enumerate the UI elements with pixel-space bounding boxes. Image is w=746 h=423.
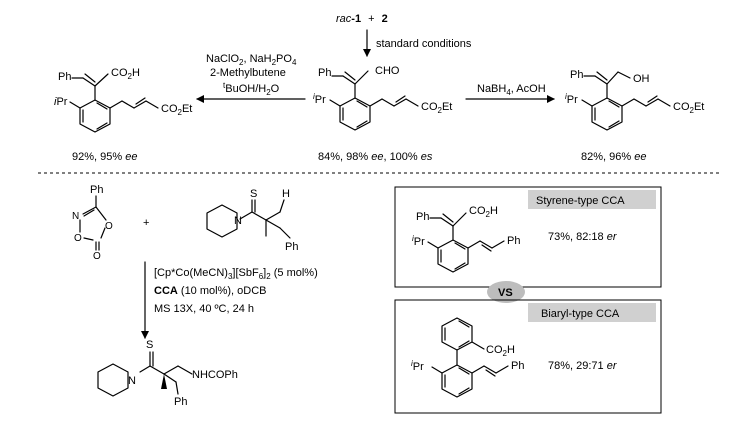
- right-product-structure: [581, 71, 671, 131]
- right-conditions: NaBH4, AcOH: [477, 83, 546, 97]
- biaryl-cca-structure: [431, 317, 509, 398]
- dioxazolone-ph: Ph: [90, 184, 103, 196]
- bottom-product-structure: [97, 351, 193, 397]
- thioamide-s: S: [250, 188, 257, 200]
- biaryl-panel: [394, 299, 662, 414]
- right-yield-text: 82%, 96% ee: [581, 151, 646, 163]
- product-piperidine-ring: [97, 363, 129, 397]
- biaryl-tab-label: Biaryl-type CCA: [541, 308, 620, 320]
- thioamide-structure: [206, 199, 291, 239]
- reactant-1: -1: [351, 13, 361, 25]
- biaryl-co2h-label: CO2H: [486, 344, 515, 358]
- left-product-structure: [69, 73, 159, 133]
- thioamide-ph: Ph: [285, 241, 298, 253]
- center-yield-text: 84%, 98% ee, 100% es: [318, 151, 433, 163]
- biaryl-tab: [528, 303, 656, 322]
- reactant-2: 2: [382, 13, 388, 25]
- left-conditions-line1: NaClO2, NaH2PO4: [206, 53, 297, 67]
- svg-text:rac-1 + 2: rac-1 + 2: [336, 13, 388, 25]
- vs-badge: [487, 281, 525, 303]
- center-benzene-ring: [339, 97, 371, 131]
- left-ph-label: Ph: [58, 71, 71, 83]
- styrene-tab: [528, 190, 656, 209]
- product-s: S: [146, 339, 153, 351]
- styrene-co2h-label: CO2H: [469, 205, 498, 219]
- rac-label: rac: [336, 13, 352, 25]
- styrene-ph2-label: Ph: [507, 235, 520, 247]
- center-ipr-label: iPr: [313, 92, 326, 106]
- left-benzene-ring: [79, 99, 111, 133]
- right-ph-label: Ph: [570, 69, 583, 81]
- standard-conditions-label: standard conditions: [376, 38, 472, 50]
- dioxazolone-n: N: [72, 211, 79, 222]
- left-ipr-label: iPr: [54, 96, 68, 108]
- thioamide-h: H: [282, 188, 290, 200]
- wedge-bond: [161, 374, 167, 389]
- left-conditions-line2: 2-Methylbutene: [210, 67, 286, 79]
- styrene-yield-text: 73%, 82:18 er: [548, 231, 618, 243]
- styrene-ipr-label: iPr: [412, 234, 425, 248]
- center-co2et-label: CO2Et: [421, 101, 452, 115]
- center-cho-label: CHO: [375, 65, 400, 77]
- thioamide-n: N: [234, 215, 242, 227]
- dioxazolone-o1: O: [105, 221, 113, 232]
- left-co2et-label: CO2Et: [161, 103, 192, 117]
- biaryl-ipr-label: iPr: [411, 359, 424, 373]
- dioxazolone-structure: [79, 195, 107, 251]
- top-reactants: rac-1 + 2: [336, 13, 388, 25]
- styrene-cca-structure: [427, 212, 505, 273]
- dioxazolone-o3: O: [93, 251, 101, 262]
- biaryl-lower-ring: [441, 364, 473, 398]
- cca-line: CCA (10 mol%), oDCB: [154, 285, 266, 297]
- styrene-ph-label: Ph: [416, 211, 429, 223]
- catalyst-line: [Cp*Co(MeCN)3][SbF6]2 (5 mol%): [154, 267, 318, 281]
- ms-line: MS 13X, 40 ºC, 24 h: [154, 303, 254, 315]
- plus-sign: +: [368, 13, 374, 25]
- product-ph: Ph: [174, 396, 187, 408]
- styrene-benzene-ring: [437, 239, 469, 273]
- right-ipr-label: iPr: [565, 92, 578, 106]
- left-conditions-line3: tBuOH/H2O: [223, 81, 280, 97]
- right-co2et-label: CO2Et: [673, 101, 704, 115]
- bottom-plus: +: [143, 217, 149, 229]
- product-n: N: [128, 375, 136, 387]
- center-product-structure: [329, 70, 419, 131]
- left-yield-text: 92%, 95% ee: [72, 151, 137, 163]
- biaryl-ph-label: Ph: [511, 360, 524, 372]
- biaryl-upper-ring: [441, 317, 473, 351]
- product-nhcoph: NHCOPh: [192, 369, 238, 381]
- styrene-tab-label: Styrene-type CCA: [536, 195, 625, 207]
- right-benzene-ring: [591, 97, 623, 131]
- piperidine-ring: [206, 204, 238, 238]
- biaryl-yield-text: 78%, 29:71 er: [548, 360, 618, 372]
- styrene-panel: [394, 186, 662, 288]
- dioxazolone-o2: O: [74, 233, 82, 244]
- right-oh-label: OH: [633, 73, 650, 85]
- vs-label: VS: [498, 287, 513, 299]
- left-co2h-label: CO2H: [111, 67, 140, 81]
- center-ph-label: Ph: [318, 67, 331, 79]
